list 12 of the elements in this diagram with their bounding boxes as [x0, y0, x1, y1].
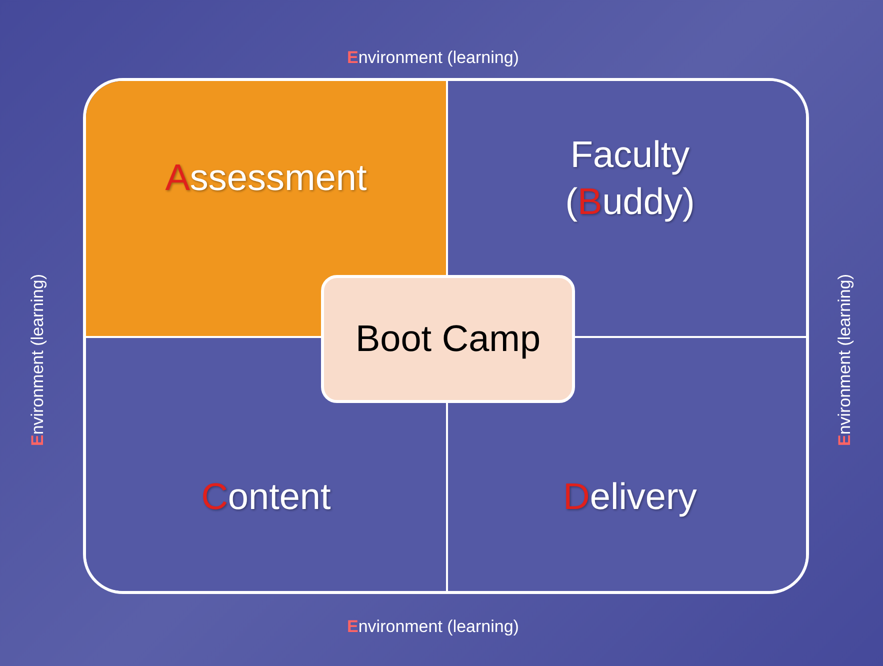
- environment-label: Environment (learning): [28, 274, 48, 446]
- quadrant-title: Assessment: [165, 156, 367, 200]
- environment-label: Environment (learning): [835, 274, 855, 446]
- rounded-frame: [83, 78, 809, 594]
- quadrant-title: Faculty: [570, 133, 690, 178]
- quadrant-title: Delivery: [563, 475, 697, 520]
- center-title: Boot Camp: [355, 316, 541, 361]
- center-box: [321, 275, 575, 403]
- quadrant-title: (Buddy): [565, 180, 695, 224]
- quadrant-title: Content: [201, 475, 331, 520]
- environment-label: Environment (learning): [347, 48, 519, 68]
- environment-label: Environment (learning): [347, 617, 519, 637]
